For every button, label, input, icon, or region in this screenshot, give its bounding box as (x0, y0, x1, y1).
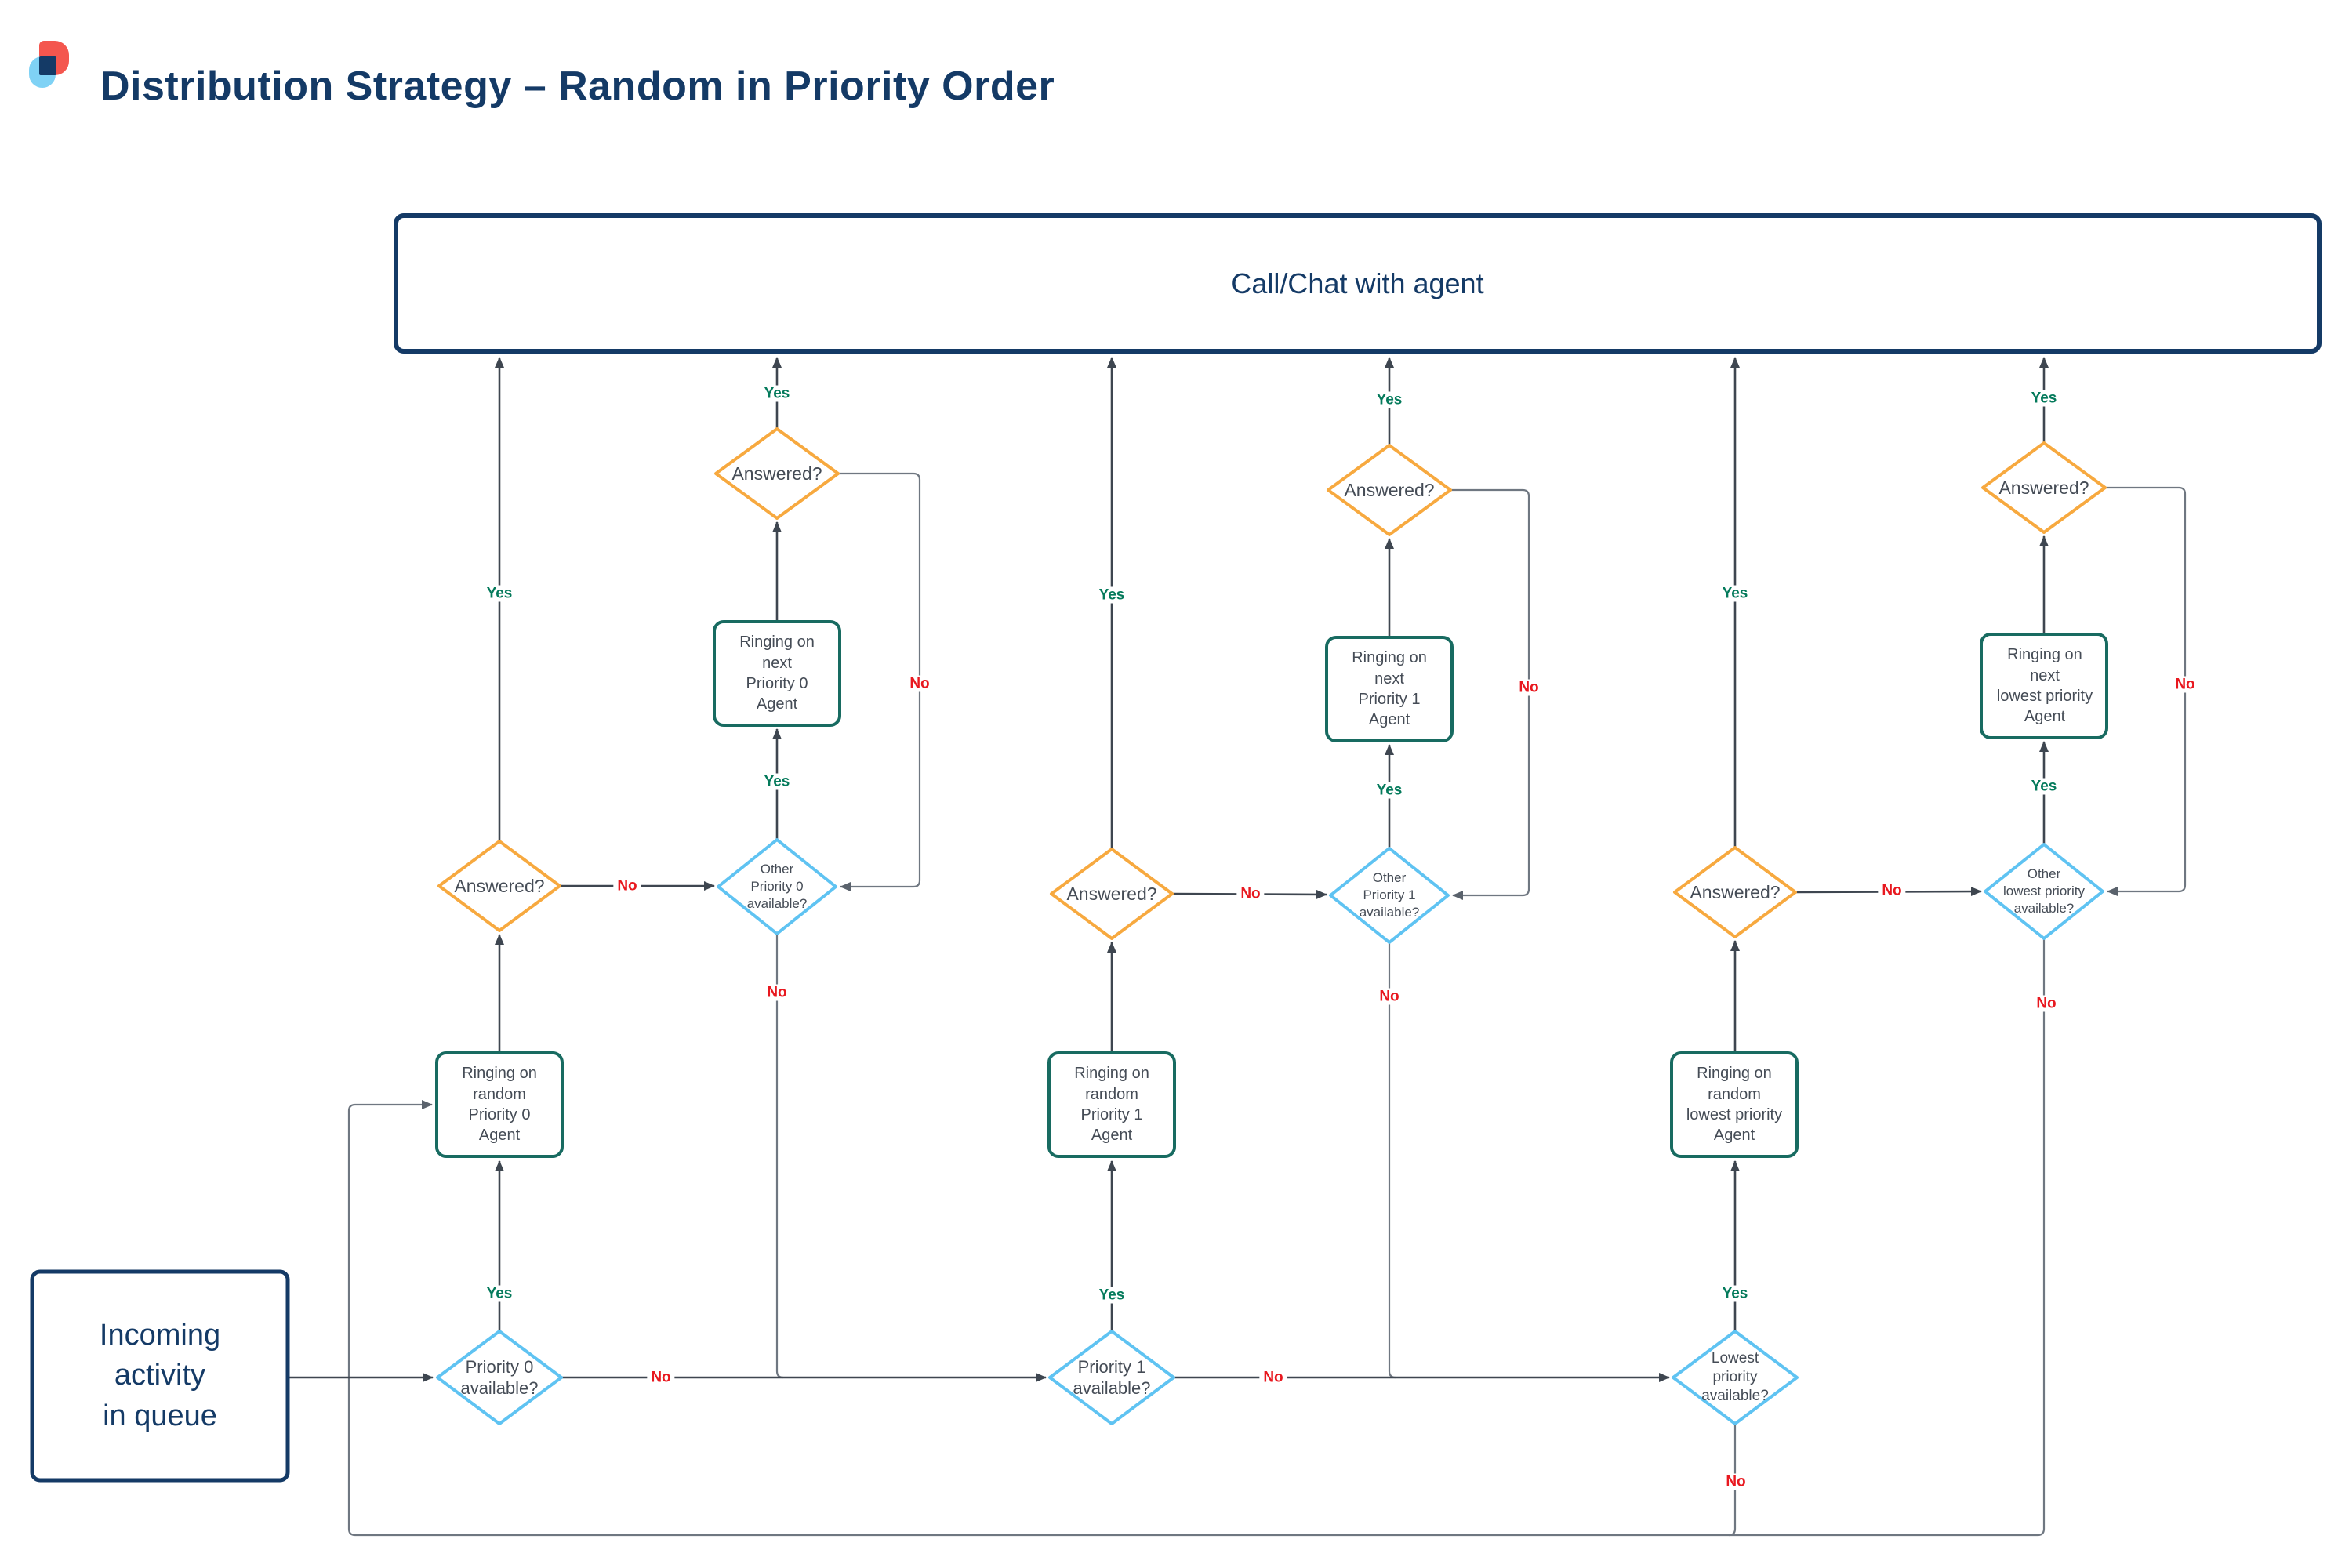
decision-priority0-available[interactable] (436, 1330, 563, 1425)
decision-priority1-available[interactable] (1048, 1330, 1175, 1425)
decision-other-p0-available[interactable] (717, 838, 837, 935)
edge-answered-next-lowest-no-loop (2105, 486, 2187, 896)
process-ringing-next-p0[interactable] (713, 620, 841, 727)
edge-answered-random-lowest-no (1795, 887, 1982, 897)
decision-answered-next-p1[interactable] (1327, 444, 1452, 536)
process-ringing-random-p0[interactable] (435, 1051, 564, 1158)
terminal-incoming-activity[interactable] (30, 1269, 290, 1483)
edge-lowest-no-down (1728, 1424, 1737, 1537)
edge-answered-next-p0-no-loop (838, 472, 921, 891)
edge-other-p1-no-down (1388, 942, 1396, 1379)
page-title: Distribution Strategy – Random in Priori… (100, 64, 1055, 109)
terminal-call-chat-with-agent[interactable] (394, 213, 2322, 354)
edge-other-p0-no-down (775, 934, 784, 1379)
process-ringing-next-p1[interactable] (1325, 636, 1454, 742)
decision-answered-next-lowest[interactable] (1981, 441, 2107, 534)
decision-answered-random-p1[interactable] (1050, 848, 1174, 940)
edge-other-lowest-no-retry-loop (347, 938, 2046, 1537)
logo-navy-shape (39, 56, 56, 75)
decision-other-lowest-available[interactable] (1984, 843, 2104, 940)
decision-lowest-available[interactable] (1672, 1330, 1799, 1425)
process-ringing-random-lowest[interactable] (1670, 1051, 1799, 1158)
process-ringing-random-p1[interactable] (1047, 1051, 1176, 1158)
decision-answered-next-p0[interactable] (714, 427, 840, 520)
decision-other-p1-available[interactable] (1329, 847, 1450, 944)
decision-answered-random-lowest[interactable] (1673, 846, 1797, 938)
decision-answered-random-p0[interactable] (437, 840, 561, 932)
process-ringing-next-lowest[interactable] (1980, 633, 2108, 739)
edge-answered-random-p1-no (1171, 889, 1327, 899)
edge-answered-next-p1-no-loop (1450, 488, 1530, 900)
